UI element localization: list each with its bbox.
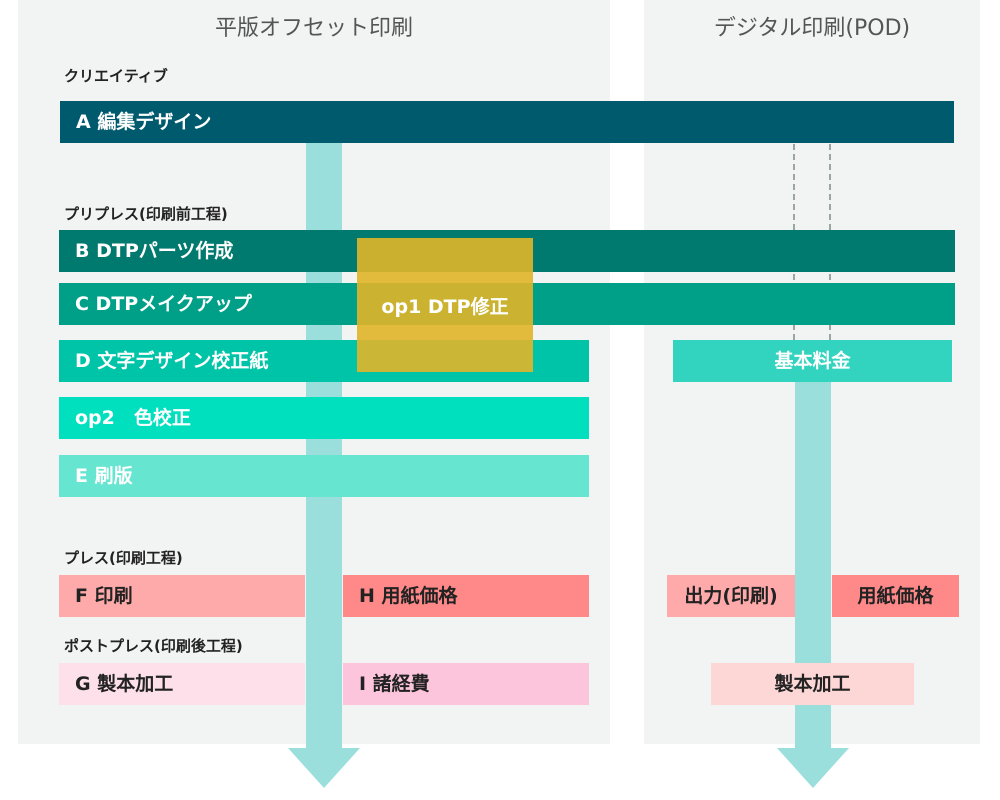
step-f-bar: F 印刷 bbox=[59, 575, 305, 617]
op1-dtp-correction-box: op1 DTP修正 bbox=[357, 238, 533, 372]
pod-base-fee-bar: 基本料金 bbox=[673, 340, 952, 382]
pod-paper-bar: 用紙価格 bbox=[832, 575, 959, 617]
offset-flow-arrow-head bbox=[288, 748, 360, 788]
section-creative: クリエイティブ bbox=[64, 67, 168, 85]
step-i-bar: I 諸経費 bbox=[343, 663, 589, 705]
pod-column-title: デジタル印刷(POD) bbox=[713, 16, 911, 41]
step-a-bar: A 編集デザイン bbox=[60, 101, 954, 143]
section-postpress: ポストプレス(印刷後工程) bbox=[64, 637, 243, 655]
step-e-bar: E 刷版 bbox=[59, 455, 589, 497]
pod-binding-bar: 製本加工 bbox=[711, 663, 914, 705]
section-press: プレス(印刷工程) bbox=[64, 549, 183, 567]
step-h-bar: H 用紙価格 bbox=[343, 575, 589, 617]
offset-column-title: 平版オフセット印刷 bbox=[214, 16, 413, 41]
step-op2-bar: op2 色校正 bbox=[59, 397, 589, 439]
pod-flow-arrow-head bbox=[777, 748, 849, 788]
pod-output-bar: 出力(印刷) bbox=[667, 575, 795, 617]
step-g-bar: G 製本加工 bbox=[59, 663, 305, 705]
section-prepress: プリプレス(印刷前工程) bbox=[64, 205, 228, 223]
